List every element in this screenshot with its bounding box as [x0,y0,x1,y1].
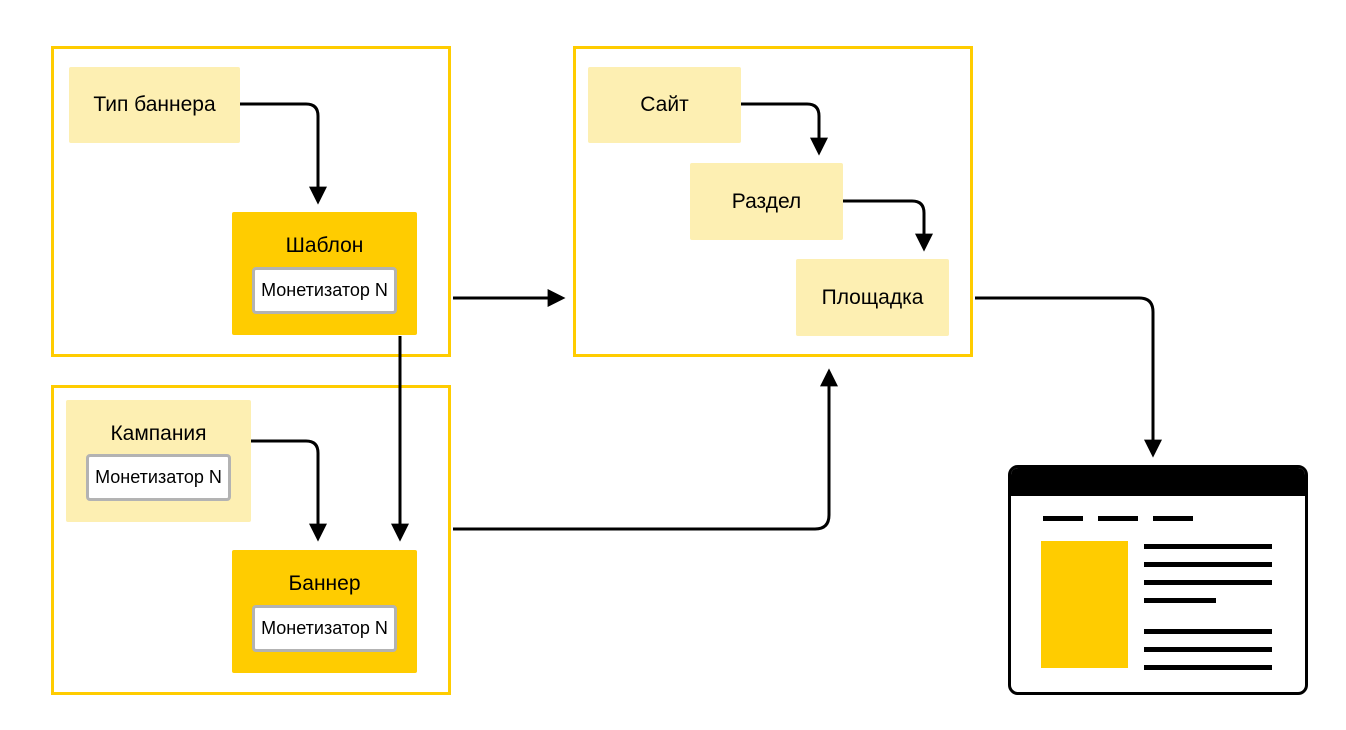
browser-text-line [1144,647,1272,652]
banner-type-node: Тип баннера [69,67,240,143]
browser-text-line [1144,544,1272,549]
template-node: Шаблон Монетизатор N [232,212,417,335]
banner-type-label: Тип баннера [93,93,216,117]
arrow-placement-to-browser [975,296,1162,458]
browser-text-line [1144,562,1272,567]
site-label: Сайт [640,93,689,117]
banner-node: Баннер Монетизатор N [232,550,417,673]
placement-label: Площадка [821,285,924,309]
browser-text-line [1144,629,1272,634]
browser-text-line [1144,598,1216,603]
site-node: Сайт [588,67,741,143]
arrow-banner-group-to-site-group [453,368,838,531]
browser-window-icon [1008,465,1308,695]
browser-text-line [1144,580,1272,585]
section-node: Раздел [690,163,843,240]
browser-nav-dash-3 [1153,516,1193,521]
banner-label: Баннер [288,572,361,596]
campaign-monetizer-badge: Монетизатор N [86,454,231,502]
template-group-frame [51,46,451,357]
browser-banner-placeholder [1041,541,1128,668]
template-label: Шаблон [285,234,364,258]
campaign-node: Кампания Монетизатор N [66,400,251,522]
browser-nav-dash-2 [1098,516,1138,521]
site-group-frame [573,46,973,357]
section-label: Раздел [731,189,802,213]
browser-title-bar [1011,468,1305,496]
banner-monetizer-badge: Монетизатор N [252,604,397,652]
browser-text-line [1144,665,1272,670]
browser-nav-dash-1 [1043,516,1083,521]
campaign-label: Кампания [110,421,207,445]
banner-group-frame [51,385,451,695]
template-monetizer-badge: Монетизатор N [252,266,397,314]
placement-node: Площадка [796,259,949,336]
